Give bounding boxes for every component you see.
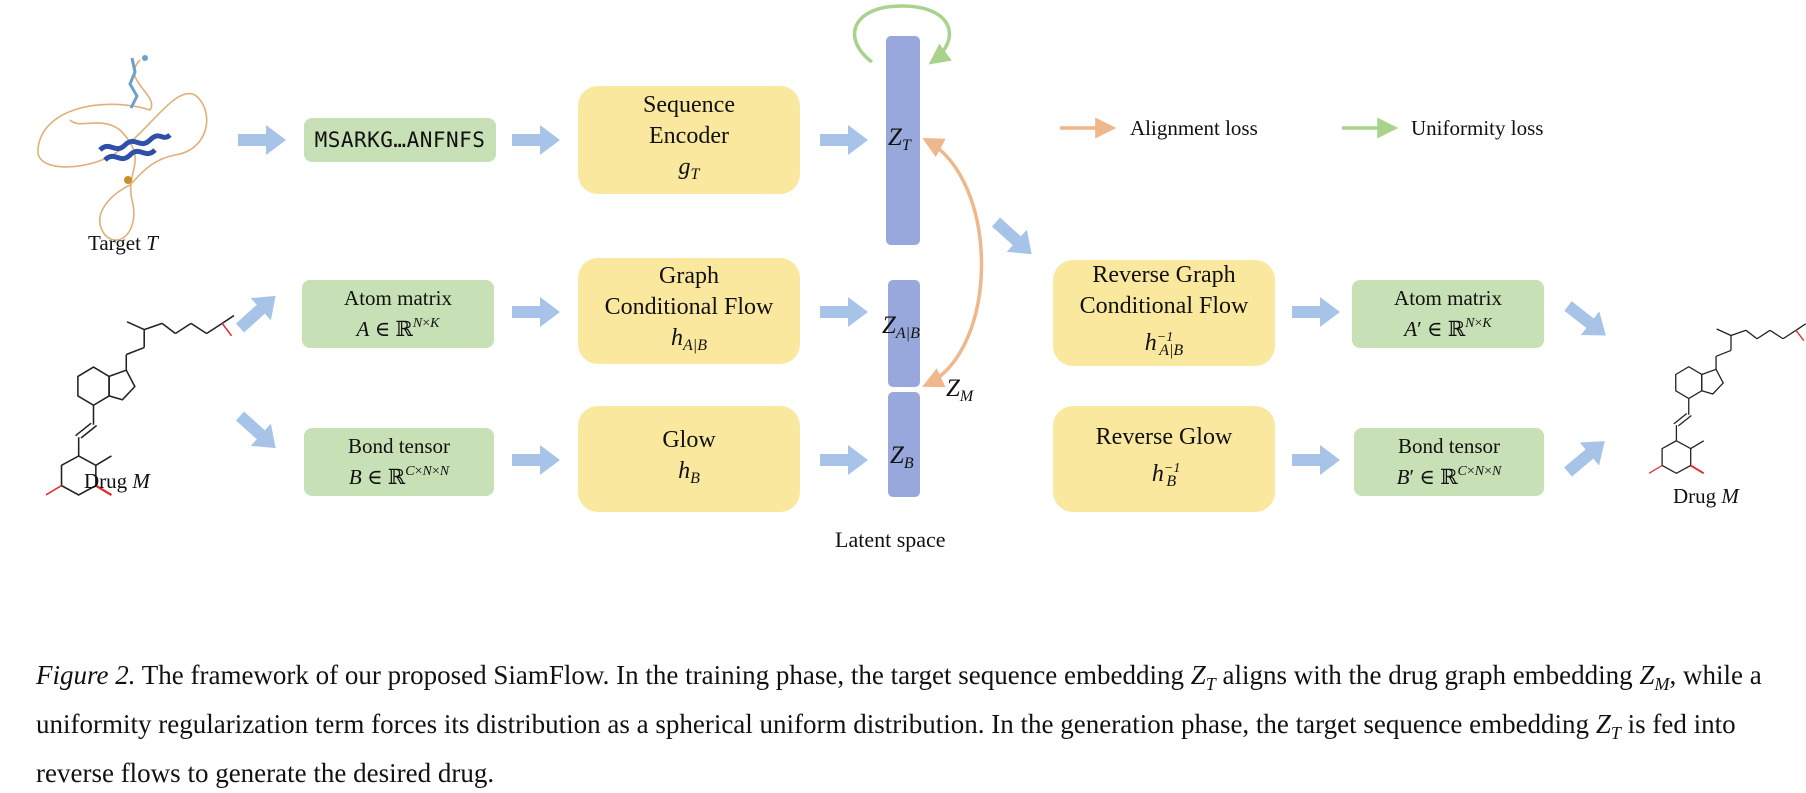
rev-glow-line1: Reverse Glow xyxy=(1095,423,1233,450)
arrow-seq-to-encoder xyxy=(512,125,560,155)
bond-tensor-box: Bond tensor B ∈ ℝC×N×N xyxy=(304,428,494,496)
arrow-drug-to-atom xyxy=(229,284,286,340)
caption-figure-label: Figure 2. xyxy=(36,660,136,690)
arrow-revglow-to-bondout xyxy=(1292,445,1340,475)
caption-zm-symbol: ZM xyxy=(1639,660,1670,694)
rev-graph-symbol: h−1A|B xyxy=(1144,330,1184,359)
arrow-revgraph-to-atomout xyxy=(1292,297,1340,327)
arrow-protein-to-seq xyxy=(238,125,286,155)
latent-space-label: Latent space xyxy=(835,527,946,552)
graph-conditional-flow-box: Graph Conditional Flow hA|B xyxy=(578,258,800,364)
arrow-bond-to-glow xyxy=(512,445,560,475)
rev-graph-line2: Conditional Flow xyxy=(1079,293,1249,319)
arrow-atom-to-graphflow xyxy=(512,297,560,327)
arrow-encoder-to-zt xyxy=(820,125,868,155)
arrow-atomout-to-drug xyxy=(1558,294,1616,348)
bond-tensor-line1: Bond tensor xyxy=(347,434,451,458)
zt-label: ZT xyxy=(888,124,911,154)
latent-bar-zt xyxy=(886,36,920,245)
figure-caption: Figure 2. The framework of our proposed … xyxy=(36,655,1791,793)
arrow-bondout-to-drug xyxy=(1558,429,1615,484)
glow-symbol: hB xyxy=(678,457,700,487)
sequence-text: MSARKG…ANFNFS xyxy=(314,128,486,152)
drug-label-left: Drug M xyxy=(84,469,151,493)
bond-tensor-symbol: B ∈ ℝC×N×N xyxy=(348,464,450,489)
graph-flow-symbol: hA|B xyxy=(671,325,707,354)
bond-tensor-out-box: Bond tensor B′ ∈ ℝC×N×N xyxy=(1354,428,1544,496)
rev-graph-line1: Reverse Graph xyxy=(1092,262,1236,288)
zb-label: ZB xyxy=(890,442,914,472)
arrow-graphflow-to-zab xyxy=(820,297,868,327)
uniformity-legend-label: Uniformity loss xyxy=(1411,116,1544,140)
rev-glow-symbol: h−1B xyxy=(1151,460,1181,490)
caption-zt-symbol-2: ZT xyxy=(1595,709,1621,743)
glow-line1: Glow xyxy=(662,426,716,453)
seq-encoder-line2: Encoder xyxy=(649,123,729,149)
arrow-latent-to-reverse xyxy=(985,210,1042,266)
atom-matrix-box: Atom matrix A ∈ ℝN×K xyxy=(302,280,494,348)
latent-bar-zab xyxy=(888,280,920,387)
bond-tensor-out-symbol: B′ ∈ ℝC×N×N xyxy=(1396,464,1502,489)
zab-label: ZA|B xyxy=(882,312,920,342)
caption-part1: The framework of our proposed SiamFlow. … xyxy=(141,660,1184,690)
target-label: Target T xyxy=(88,231,159,255)
atom-matrix-out-line1: Atom matrix xyxy=(1394,286,1502,310)
caption-part2: aligns with the drug graph embedding xyxy=(1222,660,1633,690)
reverse-glow-box: Reverse Glow h−1B xyxy=(1053,406,1275,512)
atom-matrix-line1: Atom matrix xyxy=(344,286,452,310)
arrow-glow-to-zb xyxy=(820,445,868,475)
drug-label-right: Drug M xyxy=(1673,484,1740,508)
atom-matrix-out-box: Atom matrix A′ ∈ ℝN×K xyxy=(1352,280,1544,348)
alignment-legend-label: Alignment loss xyxy=(1130,116,1258,140)
zm-label: ZM xyxy=(946,375,974,405)
caption-part3: , while a uniformity regularization term… xyxy=(36,660,1762,739)
arrow-drug-to-bond xyxy=(229,404,286,460)
atom-matrix-out-symbol: A′ ∈ ℝN×K xyxy=(1404,316,1492,341)
sequence-encoder-box: Sequence Encoder gT xyxy=(578,86,800,194)
atom-matrix-symbol: A ∈ ℝN×K xyxy=(356,316,440,341)
graph-flow-line2: Conditional Flow xyxy=(604,294,774,320)
glow-box: Glow hB xyxy=(578,406,800,512)
sequence-box: MSARKG…ANFNFS xyxy=(304,118,496,162)
alignment-arc-arrow xyxy=(922,137,984,388)
graph-flow-line1: Graph xyxy=(659,263,719,289)
caption-zt-symbol: ZT xyxy=(1190,660,1216,694)
reverse-graph-flow-box: Reverse Graph Conditional Flow h−1A|B xyxy=(1053,260,1275,366)
caption-part4: is fed into reverse flows to generate th… xyxy=(36,709,1736,788)
bond-tensor-out-line1: Bond tensor xyxy=(1397,434,1501,458)
protein-structure-icon xyxy=(37,55,208,241)
drug-molecule-output-icon xyxy=(1648,322,1806,475)
latent-bar-zb xyxy=(888,392,920,497)
seq-encoder-symbol: gT xyxy=(678,154,700,183)
seq-encoder-line1: Sequence xyxy=(643,92,735,118)
uniformity-loop-arrow xyxy=(852,4,952,65)
